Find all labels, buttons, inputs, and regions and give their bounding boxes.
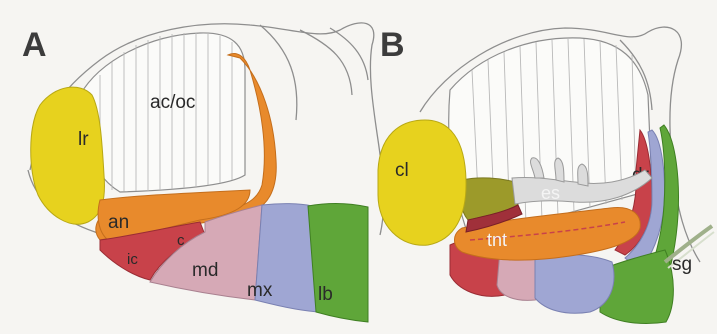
labrum-segment: lr <box>31 87 105 224</box>
esophagus-label: es <box>541 183 560 203</box>
panel-a: A ac/oc lr an ic c <box>22 23 384 322</box>
labial-segment: lb <box>308 203 368 322</box>
labrum-label: lr <box>78 129 89 150</box>
clypeolabrum-label: cl <box>395 160 409 181</box>
mandibular-label: md <box>192 260 218 281</box>
panel-b-letter: B <box>380 26 405 64</box>
stomodeal-gland-label: sg <box>672 254 692 275</box>
panel-a-dorsal-fold <box>260 25 368 120</box>
clypeolabrum-segment: cl <box>378 120 466 245</box>
labial-label: lb <box>318 284 333 305</box>
antennal-label: an <box>108 212 129 233</box>
intercalary-label: ic <box>127 251 138 268</box>
panel-b: B dr tnt <box>378 26 714 324</box>
acron-ocular-label: ac/oc <box>150 92 195 113</box>
panel-a-letter: A <box>22 26 47 64</box>
tnt-label: tnt <box>487 230 507 250</box>
maxillary-label: mx <box>247 280 273 301</box>
